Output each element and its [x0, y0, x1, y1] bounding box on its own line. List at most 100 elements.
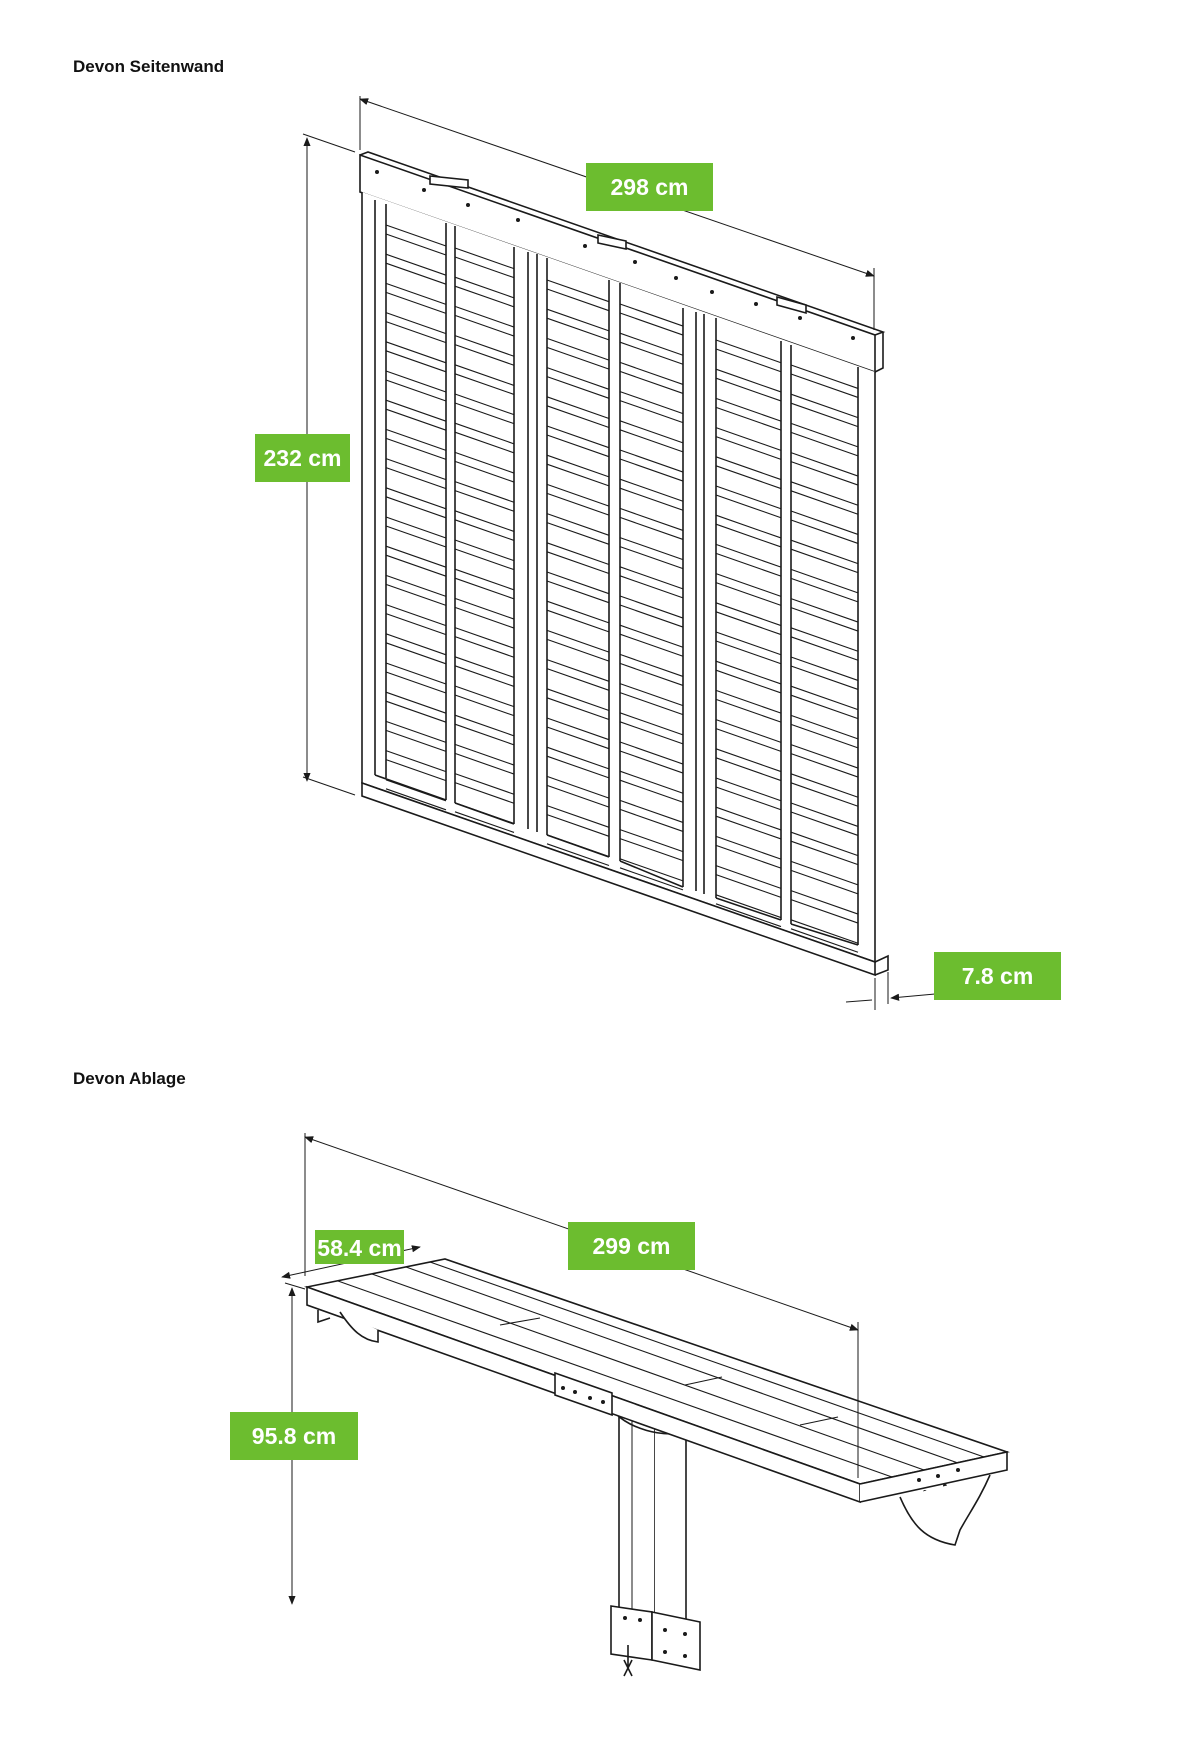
louvre-slat — [546, 659, 610, 682]
louvre-slat — [454, 773, 515, 795]
louvre-slat — [454, 656, 515, 678]
louvre-slat — [790, 510, 859, 535]
louvre-slat — [715, 339, 782, 364]
louvre-slat-edge — [619, 692, 684, 716]
louvre-slat — [546, 717, 610, 741]
louvre-slat-edge — [454, 548, 515, 571]
louvre-slat — [619, 361, 684, 385]
louvre-slat-edge — [385, 379, 447, 402]
louvre-slat-edge — [546, 346, 610, 370]
louvre-slat-edge — [790, 461, 859, 486]
louvre-slat-edge — [385, 496, 447, 519]
louvre-slat-edge — [454, 577, 515, 600]
label-length-text: 299 cm — [592, 1233, 670, 1259]
louvre-slat — [546, 834, 610, 858]
louvre-slat-edge — [715, 786, 782, 811]
louvre-slat — [546, 337, 610, 361]
louvre-slat-edge — [715, 874, 782, 898]
louvre-slat-edge — [790, 548, 859, 574]
louvre-slat-edge — [619, 867, 684, 891]
louvre-slat-edge — [790, 636, 859, 661]
louvre-slat-edge — [546, 463, 610, 487]
louvre-slat — [454, 510, 515, 532]
louvre-slat — [454, 393, 515, 416]
louvre-slat-edge — [454, 285, 515, 308]
louvre-slat — [619, 478, 684, 502]
louvre-slat — [619, 420, 684, 444]
louvre-slat — [790, 744, 859, 769]
louvre-slat-edge — [715, 494, 782, 519]
louvre-slat — [385, 574, 447, 597]
louvre-slat — [385, 633, 447, 656]
louvre-slat-edge — [385, 729, 447, 752]
louvre-slat-edge — [454, 782, 515, 804]
label-shelf-depth: 58.4 cm — [315, 1230, 404, 1264]
louvre-slat — [790, 598, 859, 623]
louvre-slat-edge — [546, 522, 610, 545]
louvre-slat — [790, 656, 859, 681]
louvre-slat-edge — [790, 373, 859, 398]
louvre-slat — [385, 458, 447, 481]
louvre-slat-edge — [715, 348, 782, 373]
louvre-slat — [790, 831, 859, 857]
louvre-slat — [546, 483, 610, 507]
louvre-slat — [790, 802, 859, 827]
louvre-slat-edge — [619, 370, 684, 394]
louvre-slat-edge — [790, 840, 859, 866]
louvre-slat — [454, 743, 515, 766]
louvre-slat-edge — [715, 728, 782, 752]
louvre-slat-edge — [546, 668, 610, 691]
louvre-slat — [546, 279, 610, 303]
louvre-slat — [546, 454, 610, 478]
louvre-slat-edge — [619, 487, 684, 511]
louvre-slat — [385, 604, 447, 627]
louvre-slat-edge — [715, 377, 782, 402]
louvre-slat — [790, 393, 859, 419]
louvre-slat-edge — [454, 402, 515, 425]
louvre-slat-edge — [790, 928, 859, 953]
louvre-slat — [546, 396, 610, 420]
louvre-slat — [546, 542, 610, 566]
louvre-slat — [715, 660, 782, 685]
louvre-slat — [619, 799, 684, 823]
louvre-slat-edge — [790, 899, 859, 924]
label-shelf-depth-text: 58.4 cm — [317, 1235, 401, 1261]
louvre-slat-edge — [619, 633, 684, 657]
louvre-slat — [790, 773, 859, 798]
louvre-slat-edge — [790, 694, 859, 720]
louvre-slat-edge — [619, 808, 684, 832]
louvre-slat — [790, 481, 859, 506]
louvre-slat-edge — [790, 782, 859, 807]
louvre-slat — [546, 775, 610, 799]
louvre-slat-edge — [454, 606, 515, 629]
louvre-slat-edge — [454, 694, 515, 717]
louvre-slat-edge — [546, 288, 610, 312]
louvre-slat — [546, 600, 610, 624]
label-height: 232 cm — [255, 434, 350, 482]
louvre-slat-edge — [454, 460, 515, 483]
louvre-slat-edge — [546, 551, 610, 575]
louvre-slat — [385, 662, 447, 685]
louvre-slat-edge — [546, 784, 610, 808]
louvre-slat — [715, 631, 782, 656]
louvre-slat-edge — [546, 814, 610, 837]
louvre-slat — [546, 513, 610, 536]
louvre-slat-edge — [546, 843, 610, 867]
louvre-slat-edge — [715, 582, 782, 606]
louvre-slat — [715, 806, 782, 831]
louvre-slat-edge — [546, 697, 610, 721]
louvre-slat — [715, 865, 782, 889]
louvre-slat — [454, 422, 515, 445]
louvre-slat — [546, 308, 610, 332]
louvre-slat — [546, 629, 610, 653]
louvre-slat — [715, 427, 782, 451]
louvre-slat-edge — [454, 665, 515, 687]
louvre-slat — [546, 425, 610, 449]
label-length: 299 cm — [568, 1222, 695, 1270]
louvre-slat-edge — [715, 611, 782, 636]
louvre-slat-edge — [385, 467, 447, 490]
louvre-slat-edge — [546, 726, 610, 750]
louvre-slat — [790, 568, 859, 594]
louvre-slat — [385, 282, 447, 305]
louvre-slat-edge — [385, 759, 447, 782]
